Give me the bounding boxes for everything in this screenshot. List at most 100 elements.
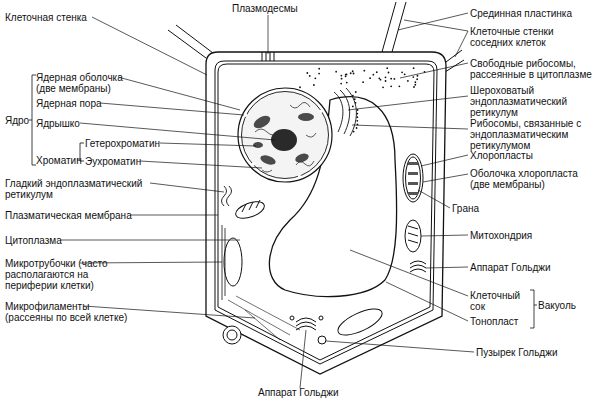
part-label: Шероховатый эндоплазматический ретикулум [470,85,575,118]
nucleus [238,88,332,182]
neighbour-cell-walls [168,25,213,58]
golgi-apparatus [319,316,323,320]
part-label: Гладкий эндоплазматический ретикулум [5,178,155,200]
leader-lines [300,330,306,388]
part-label: Плазмодесмы [232,3,312,14]
euchromatin [290,102,310,108]
leader-lines [100,103,244,115]
ribosome-dots [401,71,403,73]
ribosome-dots [413,67,415,69]
chloroplast [224,154,423,340]
part-label: Свободные рибосомы, рассеянные в цитопла… [470,58,598,80]
leader-lines [60,240,240,241]
ribosome-dots [353,73,355,75]
leader-lines [118,77,240,110]
part-label: Плазматическая мембрана [5,210,145,221]
ribosome-dots [382,86,384,88]
ribosome-dots [318,68,320,70]
neighbour-cell-walls [445,50,464,72]
golgi-apparatus [290,316,294,320]
group-bracket [29,75,36,165]
part-label: Аппарат Гольджи [470,262,590,273]
part-label: Вакуоль [538,300,598,311]
ribosome-dots [390,78,392,80]
ribosome-dots [313,84,315,86]
ribosome-dots [390,85,392,87]
part-label: Микротрубочки (часто располагаются на пе… [5,258,117,291]
ribosome-dots [414,81,416,83]
part-label: Ядрышко [36,118,126,129]
leader-lines [404,20,468,57]
microtubules [225,228,226,296]
ribosome-dots [356,127,358,129]
leader-lines [60,13,474,388]
ribosome-dots [355,102,357,104]
plasmodesmata [270,52,271,61]
ribosome-dots [407,80,409,82]
microfilaments [228,296,300,340]
ribosome-dots [378,77,380,79]
nucleus [242,92,329,179]
nucleus [299,175,300,178]
ribosome-dots [412,76,414,78]
part-label: Ядро [5,115,33,126]
microfilaments [245,310,280,340]
ribosome-dots [341,78,343,80]
ribosome-dots [372,74,374,76]
microtubules [222,225,223,300]
chloroplast [403,154,423,202]
plasmodesmata [262,52,263,61]
heterochromatin [298,113,314,121]
mitochondrion [408,226,418,243]
part-label: Эухроматин [85,156,175,167]
chloroplast [334,304,385,341]
mitochondrion [234,198,267,221]
cell-wall [206,52,446,374]
chloroplast [406,157,421,199]
part-label: Хлоропласты [470,150,590,161]
ribosome-dots [356,113,358,115]
ribosome-dots [350,72,352,74]
ribosome-dots [352,106,354,108]
part-label: Ядерная оболочка (две мембраны) [36,72,126,94]
leader-lines [418,190,450,208]
part-label: Рибосомы, связанные с эндоплазматическим… [470,118,590,151]
chloroplast [408,162,418,165]
euchromatin [306,133,316,137]
leader-lines [398,13,468,30]
ribosome-dots [309,75,311,77]
part-label: Клеточные стенки соседних клеток [470,26,565,48]
plasmodesmata [266,52,267,61]
golgi-vesicle [318,336,326,344]
ribosome-dots [385,76,387,78]
ribosome-dots [345,74,347,76]
rough-er [340,90,350,134]
rough-er [334,88,356,136]
microfilaments [228,300,290,335]
part-label: Микрофиламенты (рассеяны по всей клетке) [5,301,140,323]
part-label: Пузырек Гольджи [476,347,596,358]
leader-lines [150,183,224,192]
part-label: Оболочка хлоропласта (две мембраны) [470,168,590,190]
leader-lines [326,341,474,352]
heterochromatin [253,142,263,148]
ribosome-dots [346,73,348,75]
ribosome-dots [306,72,308,74]
chloroplast [408,172,418,175]
leader-lines [421,235,468,236]
ribosome-dots [357,109,359,111]
ribosome-dots [385,80,387,82]
chloroplast [408,192,418,195]
leader-lines [160,143,256,146]
heterochromatin [252,113,314,166]
leader-lines [423,174,468,182]
cell-wall [206,52,446,374]
ribosome-dots [413,86,415,88]
neighbour-cell-walls [382,2,406,52]
ribosome-dots [369,77,371,79]
euchromatin [255,102,316,172]
ribosome-dots [386,67,388,69]
ribosome-dots [340,75,342,77]
golgi-vesicle [227,330,237,340]
leader-lines [140,161,262,168]
